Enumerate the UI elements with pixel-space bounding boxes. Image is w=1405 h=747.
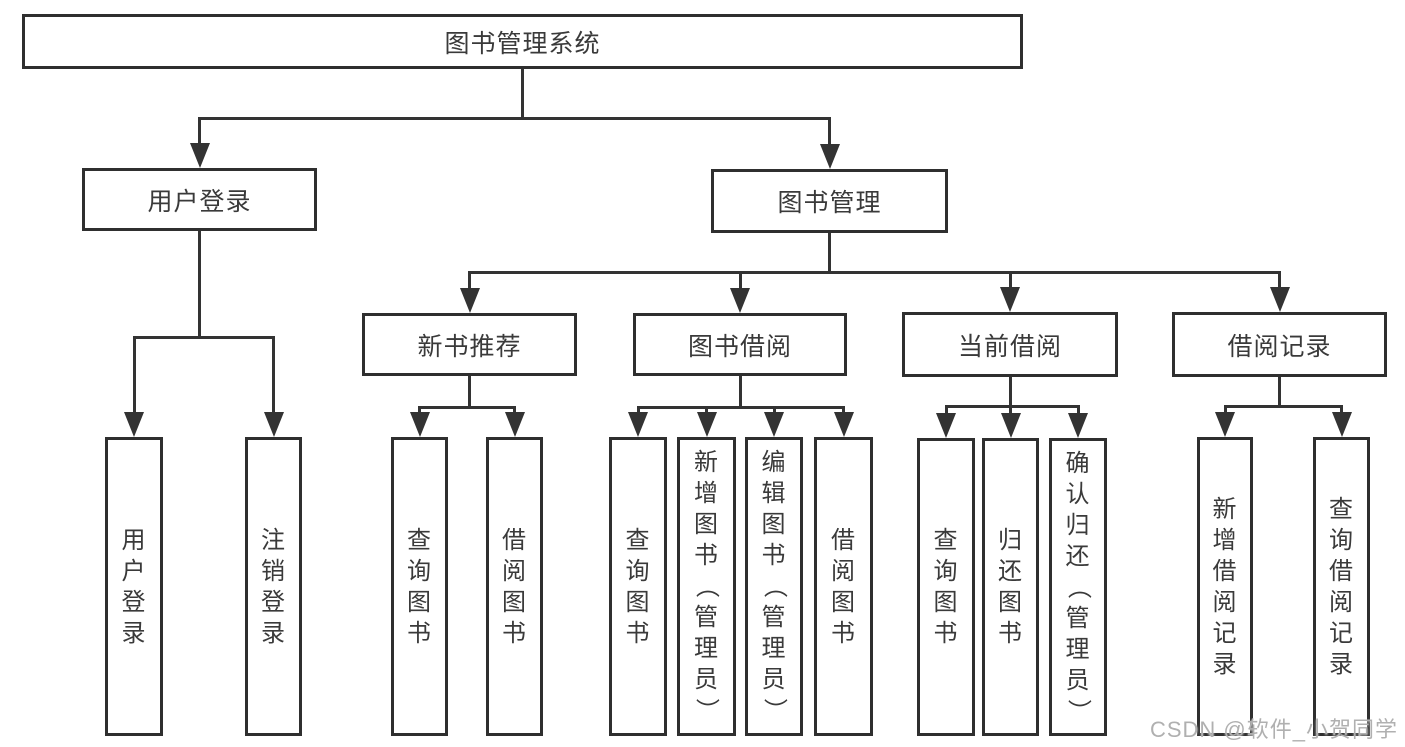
connector-rail	[468, 271, 1281, 274]
connector-shaft	[1009, 405, 1012, 415]
connector-shaft	[1223, 405, 1227, 414]
arrow-down-icon	[1215, 412, 1235, 437]
connector-rail	[198, 117, 831, 120]
node-label: 借阅图书	[502, 526, 527, 647]
arrow-down-icon	[504, 412, 525, 437]
node-label: 图书管理系统	[444, 29, 601, 58]
arrow-down-icon	[833, 412, 854, 437]
arrow-down-icon	[764, 412, 784, 437]
node-leaf-query-record: 查询借阅记录	[1313, 437, 1370, 736]
arrow-down-icon	[1269, 287, 1290, 312]
watermark: CSDN @软件_小贺同学	[1149, 717, 1398, 742]
connector-stub	[1008, 377, 1012, 408]
connector-stub	[468, 376, 471, 409]
connector-rail	[1223, 405, 1343, 408]
connector-rail	[132, 336, 275, 339]
connector-rail	[944, 405, 1080, 408]
node-leaf-add-book: 新增图书（管理员）	[677, 437, 736, 736]
node-user-login: 用户登录	[82, 168, 317, 231]
connector-shaft	[468, 271, 471, 290]
connector-shaft	[828, 117, 831, 146]
node-leaf-logout: 注销登录	[245, 437, 302, 736]
arrow-down-icon	[1331, 412, 1352, 437]
node-label: 用户登录	[147, 187, 252, 216]
node-label: 查询图书	[407, 526, 432, 647]
node-label: 图书借阅	[687, 332, 792, 361]
connector-shaft	[272, 336, 275, 414]
node-label: 用户登录	[121, 526, 147, 647]
connector-shaft	[198, 117, 201, 145]
connector-shaft	[738, 271, 742, 290]
node-label: 查询借阅记录	[1329, 495, 1354, 678]
connector-shaft	[513, 406, 516, 414]
node-book-mgmt: 图书管理	[711, 169, 948, 233]
node-new-book-rec: 新书推荐	[362, 313, 577, 376]
node-leaf-query-book-1: 查询图书	[391, 437, 448, 736]
node-library-system: 图书管理系统	[22, 14, 1023, 69]
connector-shaft	[772, 406, 776, 414]
node-label: 查询图书	[625, 526, 651, 647]
arrow-down-icon	[189, 143, 210, 168]
arrow-down-icon	[936, 413, 956, 438]
connector-rail	[418, 406, 516, 409]
connector-stub	[521, 69, 524, 120]
arrow-down-icon	[628, 412, 648, 437]
node-leaf-borrow-book-1: 借阅图书	[486, 437, 543, 736]
node-leaf-borrow-book-2: 借阅图书	[814, 437, 873, 736]
node-label: 新增图书（管理员）	[693, 449, 720, 723]
connector-shaft	[705, 406, 708, 414]
arrow-down-icon	[819, 144, 840, 169]
node-book-borrow: 图书借阅	[633, 313, 847, 376]
arrow-down-icon	[124, 412, 144, 437]
arrow-down-icon	[459, 288, 480, 313]
connector-shaft	[842, 406, 845, 414]
node-label: 归还图书	[998, 527, 1023, 647]
connector-shaft	[1278, 271, 1281, 289]
arrow-down-icon	[696, 412, 717, 437]
node-label: 图书管理	[777, 189, 882, 217]
node-label: 确认归还（管理员）	[1064, 449, 1092, 724]
node-leaf-edit-book: 编辑图书（管理员）	[745, 437, 803, 736]
node-label: 借阅记录	[1227, 332, 1332, 361]
arrow-down-icon	[1000, 287, 1020, 312]
connector-shaft	[418, 406, 421, 414]
connector-shaft	[1340, 405, 1343, 414]
arrow-down-icon	[730, 288, 750, 313]
connector-stub	[1278, 377, 1281, 408]
connector-stub	[198, 231, 201, 339]
connector-rail	[636, 406, 845, 409]
node-label: 当前借阅	[957, 332, 1062, 361]
connector-shaft	[1008, 271, 1012, 289]
arrow-down-icon	[409, 412, 430, 437]
node-leaf-query-book-2: 查询图书	[609, 437, 667, 736]
node-borrow-records: 借阅记录	[1172, 312, 1387, 377]
node-leaf-confirm-return: 确认归还（管理员）	[1049, 438, 1107, 736]
arrow-down-icon	[1068, 413, 1088, 438]
arrow-down-icon	[263, 412, 284, 437]
connector-shaft	[636, 406, 640, 414]
connector-shaft	[1076, 405, 1080, 415]
node-label: 查询图书	[933, 527, 959, 647]
node-leaf-return-book: 归还图书	[982, 438, 1039, 736]
node-label: 编辑图书（管理员）	[760, 449, 788, 723]
connector-shaft	[944, 405, 948, 415]
node-label: 注销登录	[261, 526, 286, 647]
connector-stub	[738, 376, 742, 409]
arrow-down-icon	[1000, 413, 1021, 438]
node-label: 借阅图书	[831, 526, 856, 647]
node-leaf-user-login: 用户登录	[105, 437, 163, 736]
connector-shaft	[132, 336, 136, 414]
node-current-borrow: 当前借阅	[902, 312, 1118, 377]
node-leaf-add-record: 新增借阅记录	[1197, 437, 1253, 736]
connector-stub	[828, 233, 831, 274]
node-leaf-query-book-3: 查询图书	[917, 438, 975, 736]
node-label: 新增借阅记录	[1212, 495, 1238, 678]
node-label: 新书推荐	[417, 332, 522, 361]
